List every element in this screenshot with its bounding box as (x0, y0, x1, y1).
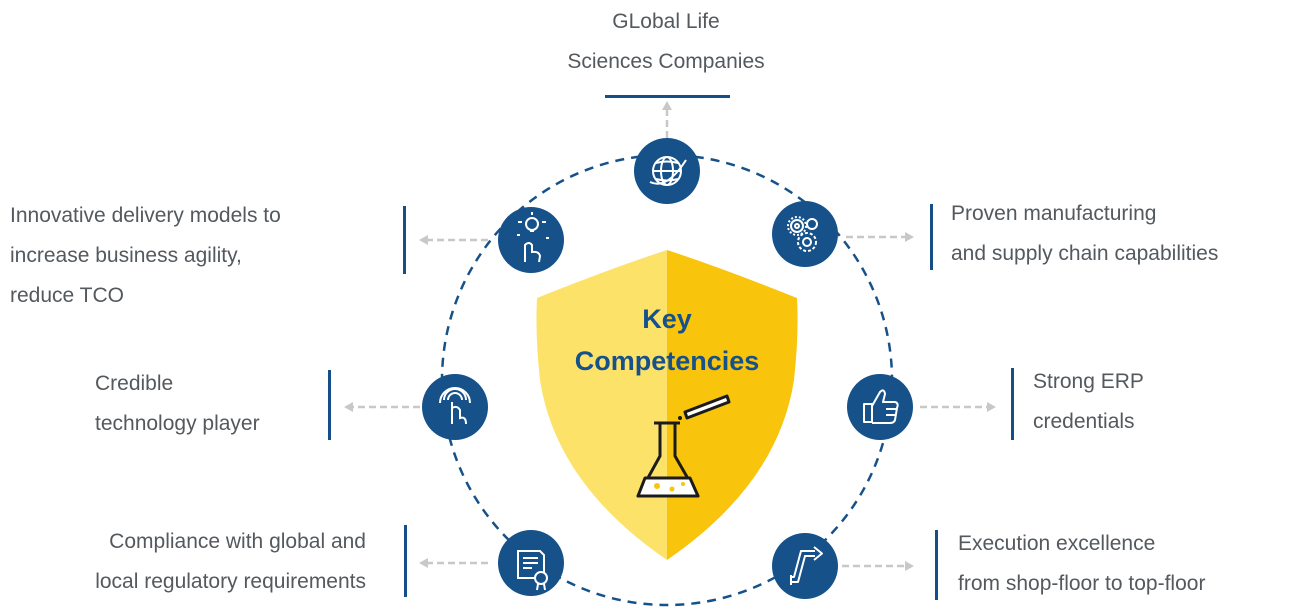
label-erp-line2: credentials (1033, 410, 1135, 433)
label-global-line2: Sciences Companies (567, 50, 765, 73)
manufacturing-bar (930, 204, 933, 270)
technology-bar (328, 370, 331, 440)
label-compliance-line2: local regulatory requirements (95, 570, 366, 593)
thumbs-up-icon (863, 389, 899, 424)
certificate-icon (517, 550, 548, 591)
label-innovation-line2: increase business agility, (10, 244, 242, 267)
execution-bar (935, 530, 938, 600)
label-technology-line1: Credible (95, 372, 174, 395)
label-execution-line1: Execution excellence (958, 532, 1156, 555)
label-manufacturing-line2: and supply chain capabilities (951, 242, 1219, 265)
node-innovation[interactable] (498, 207, 564, 273)
label-erp: Strong ERP credentials (1033, 362, 1144, 442)
label-technology: Credible technology player (95, 364, 260, 444)
shield (536, 250, 798, 560)
shield-title-line1: Key (642, 304, 692, 334)
label-innovation-line3: reduce TCO (10, 284, 124, 307)
label-execution: Execution excellence from shop-floor to … (958, 524, 1205, 604)
flask-icon (636, 394, 731, 498)
node-erp[interactable] (847, 374, 913, 440)
node-technology[interactable] (422, 374, 488, 440)
global-underline (605, 95, 730, 98)
label-global: GLobal Life Sciences Companies (531, 2, 801, 82)
label-manufacturing: Proven manufacturing and supply chain ca… (951, 194, 1218, 274)
gears-icon (787, 216, 818, 252)
label-compliance: Compliance with global and local regulat… (0, 522, 366, 602)
label-compliance-line1: Compliance with global and (109, 530, 366, 553)
compliance-bar (404, 525, 407, 597)
node-manufacturing[interactable] (772, 201, 838, 267)
node-execution[interactable] (772, 533, 838, 599)
route-arrow-icon (790, 546, 823, 585)
label-technology-line2: technology player (95, 412, 260, 435)
fingerprint-touch-icon (439, 387, 471, 425)
globe-icon (649, 156, 687, 186)
shield-title-line2: Competencies (575, 346, 760, 376)
connector-arrows (350, 108, 990, 568)
label-innovation: Innovative delivery models to increase b… (10, 196, 281, 316)
label-global-line1: GLobal Life (612, 10, 720, 33)
node-compliance[interactable] (498, 530, 564, 596)
label-manufacturing-line1: Proven manufacturing (951, 202, 1157, 225)
erp-bar (1011, 368, 1014, 440)
label-innovation-line1: Innovative delivery models to (10, 204, 281, 227)
label-execution-line2: from shop-floor to top-floor (958, 572, 1206, 595)
lightbulb-idea-icon (517, 212, 549, 263)
node-global[interactable] (634, 138, 700, 204)
innovation-bar (403, 206, 406, 274)
label-erp-line1: Strong ERP (1033, 370, 1144, 393)
